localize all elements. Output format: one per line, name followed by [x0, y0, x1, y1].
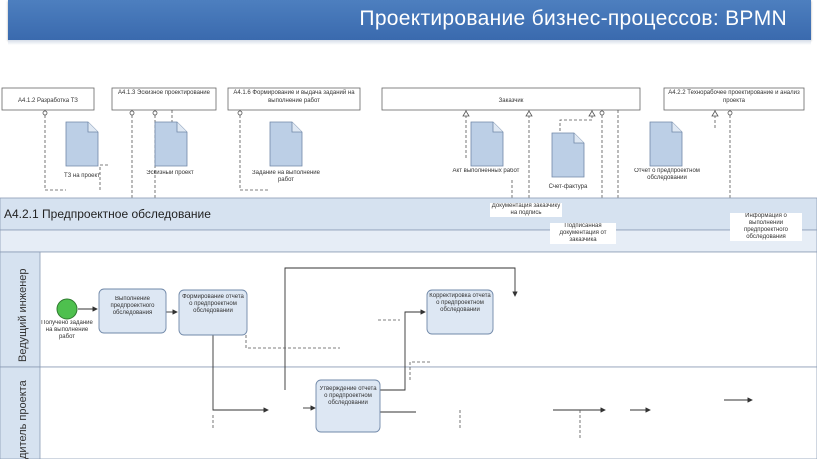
external-process-tech-label: А4.2.2 Технорабочее проектирование и ана…	[668, 90, 800, 104]
external-process-sketch: А4.1.3 Эскизное проектирование	[111, 87, 217, 111]
top-document-ts-label: ТЗ на проект	[64, 173, 100, 179]
top-document-report-label: Отчет о предпроектном обследовании	[634, 168, 700, 181]
lane-manager: дитель проекта	[0, 366, 817, 459]
top-document-act: Акт выполненных работ	[452, 121, 520, 174]
start-event: Получено задание на выполнение работ	[41, 298, 93, 340]
external-process-tech: А4.2.2 Технорабочее проектирование и ана…	[663, 87, 805, 111]
lane-engineer-label: Ведущий инженер	[17, 268, 29, 362]
top-document-sketch-label: Эскизный проект	[146, 170, 194, 176]
top-document-sketch: Эскизный проект	[146, 121, 194, 176]
task-approve-report[interactable]: Утверждение отчета о предпроектном обсле…	[315, 379, 381, 433]
slide-title-bar: Проектирование бизнес-процессов: BPMN	[8, 0, 811, 40]
external-process-tasks-label: А4.1.6 Формирование и выдача заданий на …	[233, 90, 355, 104]
slide-title: Проектирование бизнес-процессов: BPMN	[359, 7, 787, 30]
sequence-flows	[78, 267, 753, 413]
top-document-invoice-label: Счет-фактура	[549, 184, 588, 190]
top-document-invoice: Счет-фактура	[549, 132, 588, 190]
external-process-sketch-label: А4.1.3 Эскизное проектирование	[118, 90, 210, 96]
task-correct-report-label: Корректировка отчета о предпроектном обс…	[429, 293, 491, 313]
task-survey-label: Выполнение предпроектного обследования	[110, 296, 155, 316]
external-process-ts: А4.1.2 Разработка ТЗ	[1, 87, 95, 111]
task-survey[interactable]: Выполнение предпроектного обследования	[98, 288, 167, 334]
start-event-label: Получено задание на выполнение работ	[41, 320, 93, 340]
data-associations	[212, 319, 581, 440]
flow-label-signed: Подписанная документация от заказчика	[550, 223, 616, 244]
task-approve-report-label: Утверждение отчета о предпроектном обсле…	[319, 386, 377, 406]
pool-title: А4.2.1 Предпроектное обследование	[4, 207, 211, 221]
external-process-customer-label: Заказчик	[499, 98, 524, 104]
task-form-report[interactable]: Формирование отчета о предпроектном обсл…	[178, 289, 248, 336]
external-process-customer: Заказчик	[381, 87, 641, 111]
top-document-report: Отчет о предпроектном обследовании	[634, 121, 700, 181]
flow-label-information: Информация о выполнении предпроектного о…	[730, 213, 802, 241]
title-shadow	[8, 40, 811, 45]
top-document-ts: ТЗ на проект	[64, 121, 100, 179]
flow-label-to-customer: Документация заказчику на подпись	[490, 203, 562, 217]
top-document-task-label: Задание на выполнение работ	[252, 170, 320, 183]
task-form-report-label: Формирование отчета о предпроектном обсл…	[182, 294, 244, 314]
lane-manager-label: дитель проекта	[17, 379, 29, 459]
top-document-act-label: Акт выполненных работ	[452, 168, 520, 174]
pool: А4.2.1 Предпроектное обследование	[0, 197, 817, 253]
top-document-task: Задание на выполнение работ	[252, 121, 320, 183]
external-process-tasks: А4.1.6 Формирование и выдача заданий на …	[227, 87, 361, 111]
external-process-ts-label: А4.1.2 Разработка ТЗ	[18, 98, 78, 104]
task-correct-report[interactable]: Корректировка отчета о предпроектном обс…	[426, 289, 494, 335]
